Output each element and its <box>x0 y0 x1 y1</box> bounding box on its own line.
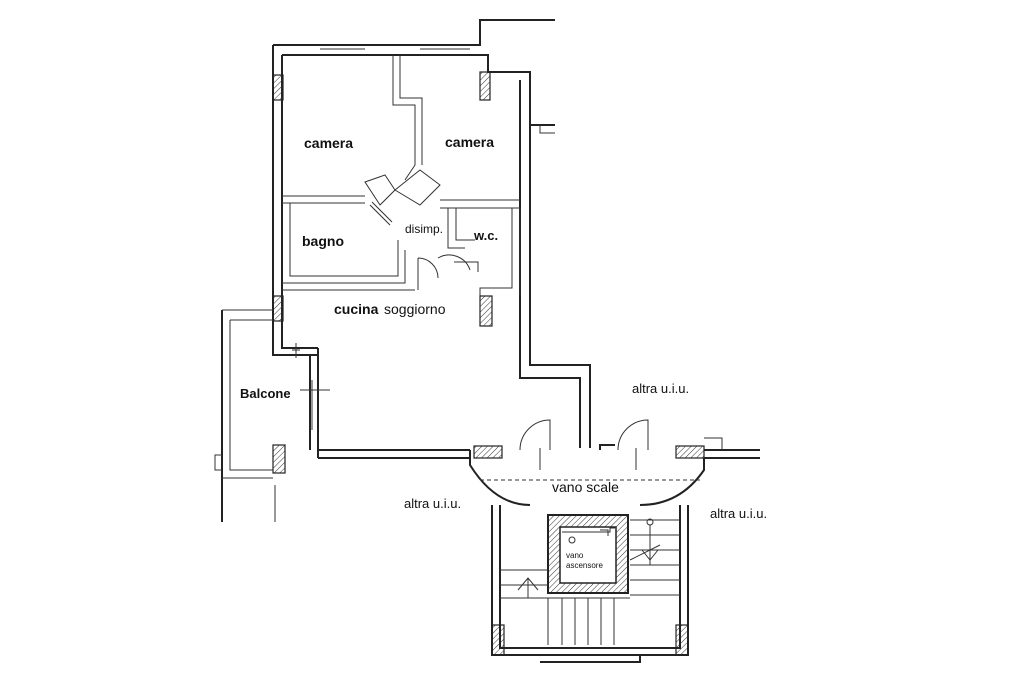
stair-steps <box>500 518 680 645</box>
label-balcone: Balcone <box>240 386 291 401</box>
label-disimp: disimp. <box>405 222 443 236</box>
label-vano-ascensore-2: ascensore <box>566 561 603 570</box>
doors <box>364 169 479 290</box>
balcony <box>214 309 330 522</box>
label-camera-left: camera <box>304 135 353 151</box>
interior-walls <box>282 55 521 298</box>
label-vano-scale: vano scale <box>552 479 619 495</box>
pillars <box>272 71 705 656</box>
apartment-walls <box>272 19 591 459</box>
label-altra-uiu-right: altra u.i.u. <box>710 506 767 521</box>
label-bagno: bagno <box>302 233 344 249</box>
label-soggiorno: soggiorno <box>384 301 446 317</box>
room-labels: camera camera bagno disimp. w.c. cucina … <box>240 134 767 570</box>
label-altra-uiu-left: altra u.i.u. <box>404 496 461 511</box>
landing <box>469 419 760 506</box>
label-camera-right: camera <box>445 134 494 150</box>
label-wc: w.c. <box>473 228 498 243</box>
label-altra-uiu-top-right: altra u.i.u. <box>632 381 689 396</box>
stair-well <box>491 505 689 663</box>
label-vano-ascensore-1: vano <box>566 551 584 560</box>
label-cucina: cucina <box>334 301 379 317</box>
